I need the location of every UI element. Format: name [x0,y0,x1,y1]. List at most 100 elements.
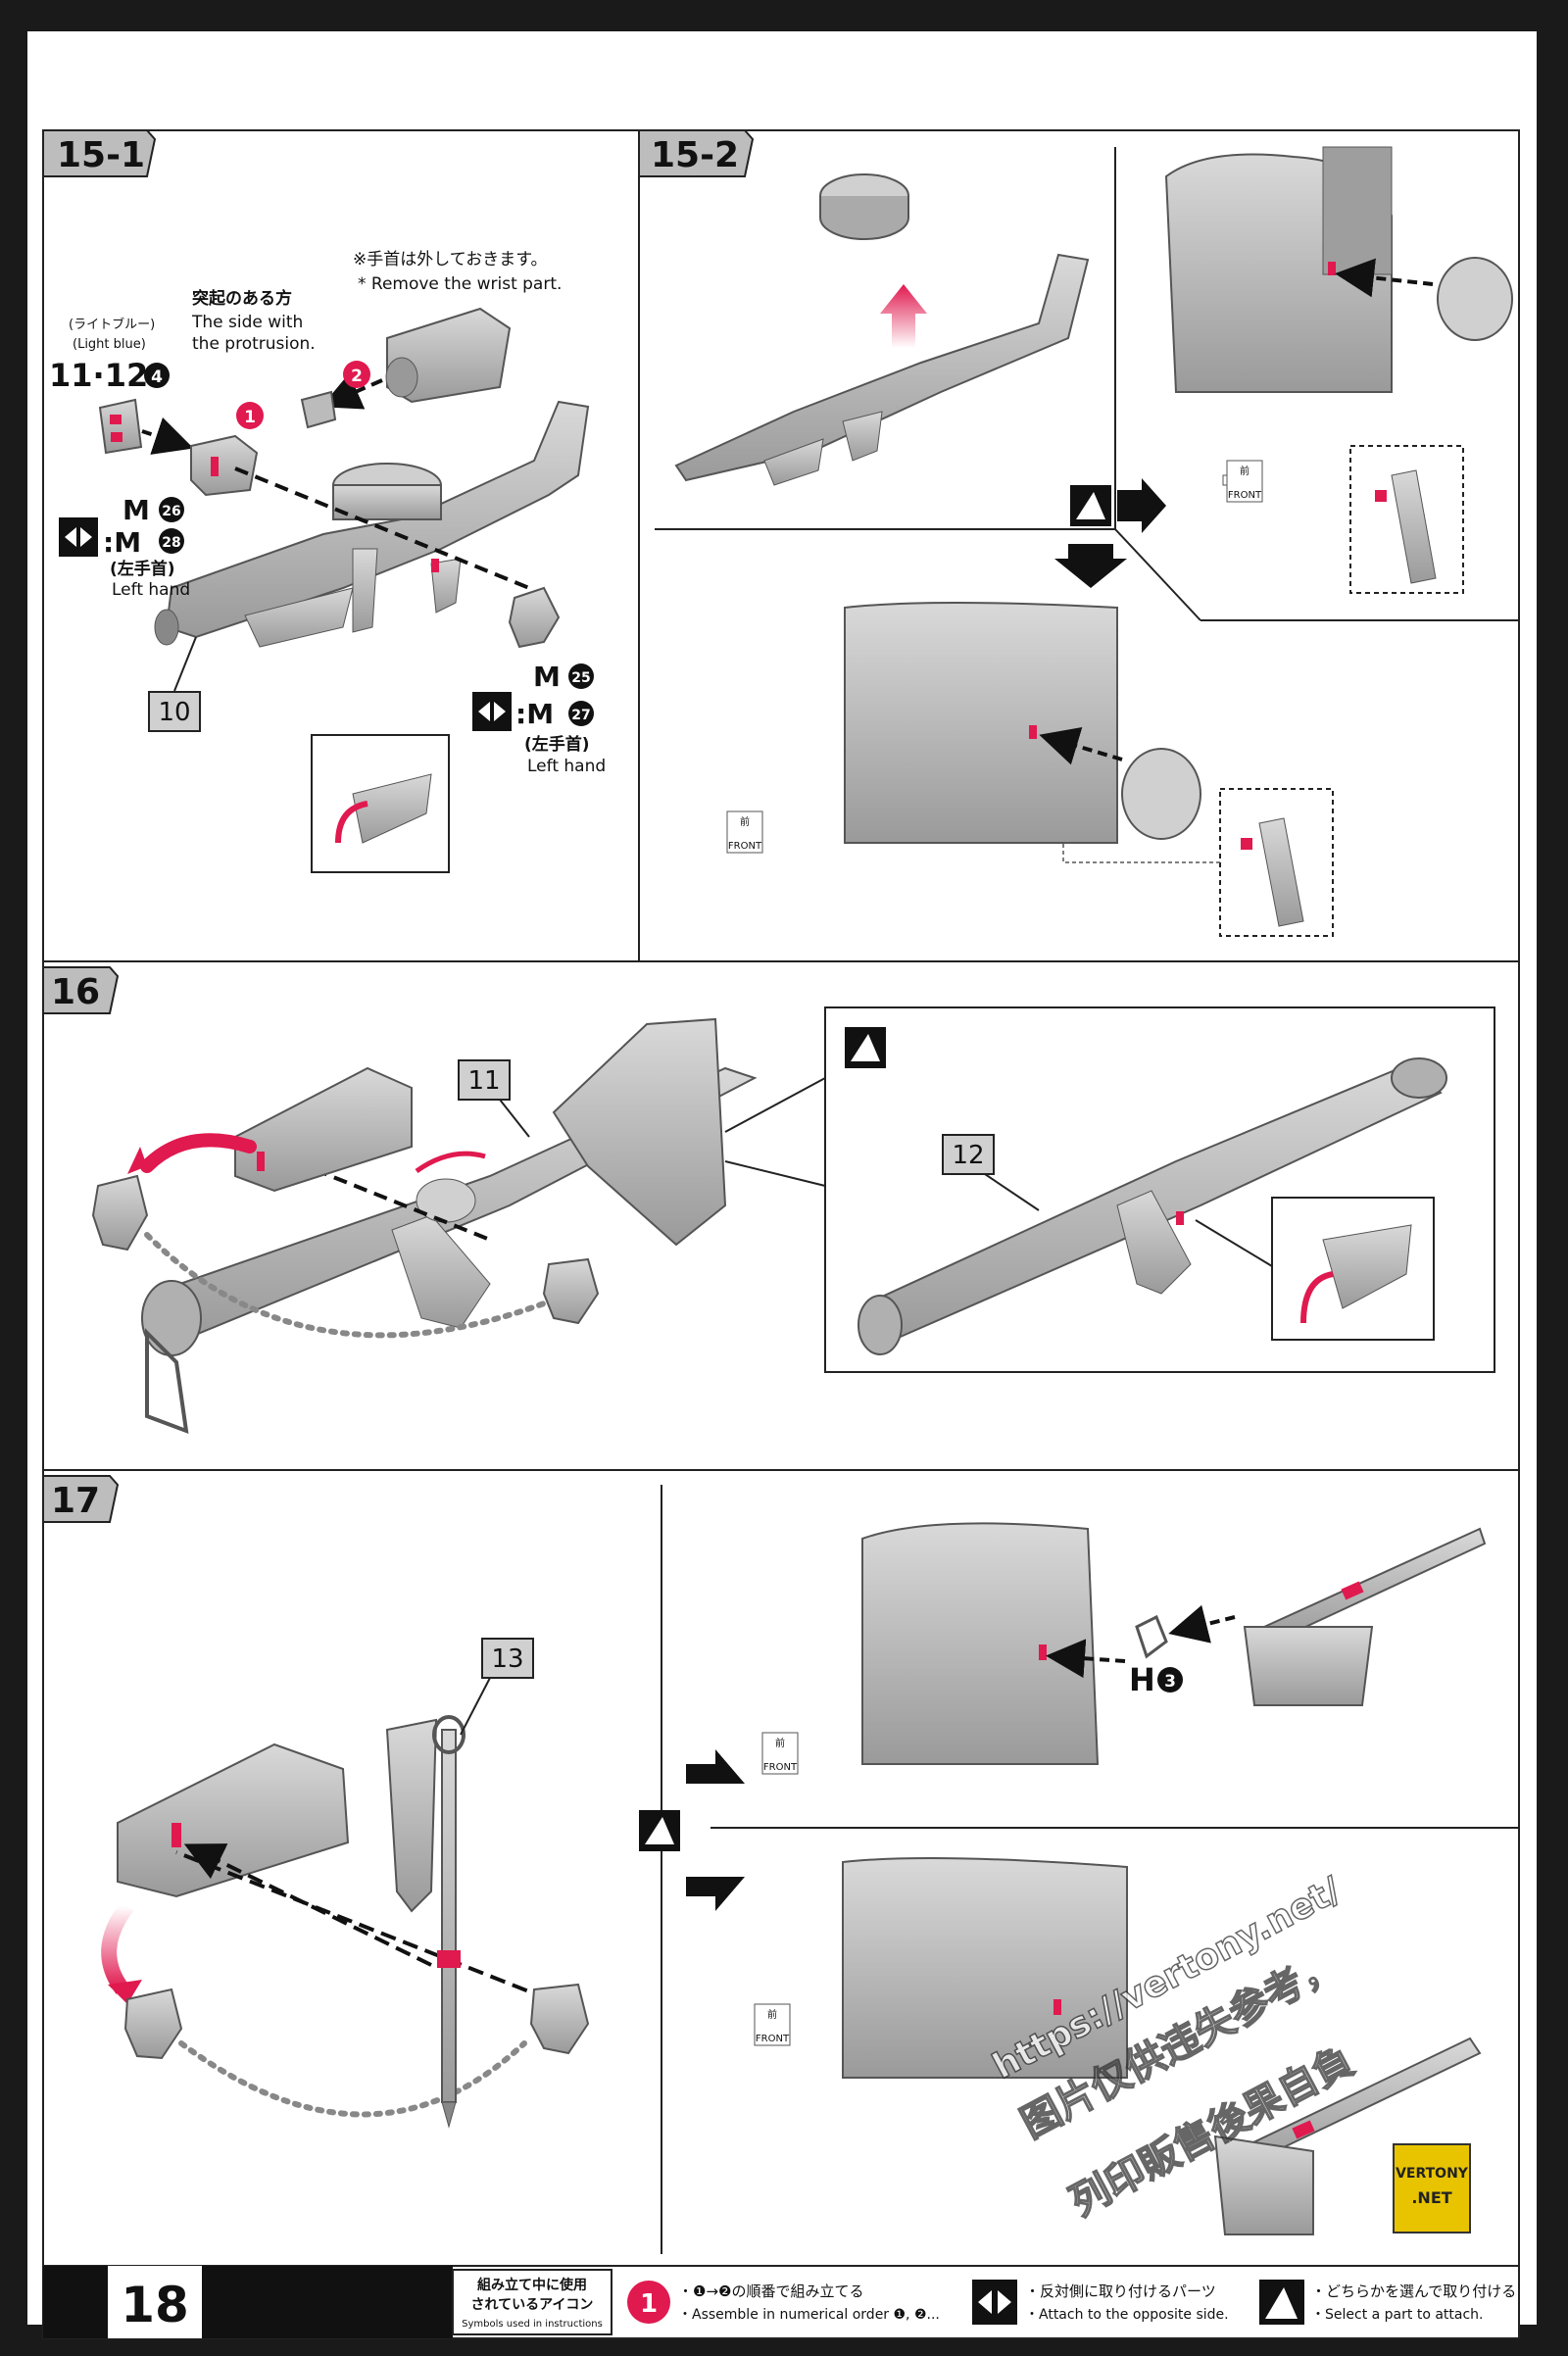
hinge-part [1135,1614,1168,1659]
footer: 18 組み立て中に使用 されているアイコン Symbols used in in… [42,2265,1520,2339]
front-icon [754,2003,791,2046]
left-hand-bottom [508,586,561,649]
small-cube-part [98,398,143,455]
hand-joint [190,434,259,497]
front-en: FRONT [756,2034,790,2044]
step-number-tab [42,129,157,177]
part-code: 11·12 [49,357,148,394]
hand-top-main: M [122,494,150,526]
hand-top-en: Left hand [112,580,190,600]
arm-part [234,1066,413,1193]
legend-item3-en: ・Select a part to attach. [1311,2307,1484,2323]
front-en: FRONT [728,841,762,852]
part-label: 11 [467,1066,500,1096]
drum-magazine [1121,748,1201,840]
torso-side-lower [844,602,1118,844]
hinge-num: 3 [1164,1672,1176,1692]
note-jp: ※手首は外しておきます。 [353,250,548,270]
hand-bottom-en: Left hand [527,757,606,776]
color-jp: (ライトブルー) [69,317,155,332]
step-15-2-panel: 15-2 前 FRONT [638,129,1520,962]
front-icon [1226,460,1263,503]
heat-hawk-13 [385,1715,466,2129]
hand-grip [542,1257,600,1325]
hand-open [123,1988,183,2060]
wrist-joint [300,390,337,429]
order-badge-1 [236,402,264,429]
rotate-arrow [140,1133,257,1173]
heat-hawk-attach [1243,1527,1487,1706]
legend-title-2: されているアイコン [471,2297,594,2313]
protrusion-en-1: The side with [191,313,303,332]
up-arrow [880,284,927,348]
front-jp: 前 [1240,465,1250,477]
logo-bottom: .NET [1411,2188,1451,2207]
hand-bottom-main: M [533,661,561,693]
front-icon [726,810,763,854]
legend-item2-jp: ・反対側に取り付けるパーツ [1025,2282,1216,2300]
part-label-box [481,1638,534,1679]
hinge-label: H [1129,1661,1155,1698]
step-16-panel: 16 11 [42,960,1520,1471]
step-number: 15-2 [651,135,739,175]
order-2: 2 [351,367,363,386]
step-number: 17 [51,1481,100,1521]
note-en: * Remove the wrist part. [358,274,562,294]
order-badge-2 [343,361,370,388]
page-number: 18 [121,2277,189,2333]
hand-bottom-alt: :M [515,698,554,730]
part-code-num: 4 [151,368,163,387]
part-label: 10 [158,698,190,727]
torso-side-lower [842,1857,1128,2079]
legend-title-box [452,2269,612,2335]
part-label-box [942,1134,995,1175]
legend-title-1: 組み立て中に使用 [477,2277,587,2293]
hand-top-alt: :M [103,526,141,559]
hand-bottom-main-num: 25 [571,670,590,686]
front-jp: 前 [767,2008,777,2021]
svg-text:1: 1 [640,2289,658,2319]
hand-top-alt-num: 28 [162,535,180,551]
legend-title-en: Symbols used in instructions [462,2319,603,2330]
legend-item3-jp: ・どちらかを選んで取り付ける [1311,2282,1516,2300]
front-jp: 前 [775,1737,785,1749]
step-number-tab [42,966,120,1014]
part-label: 13 [491,1644,523,1674]
step-number-tab [42,1475,120,1523]
heat-hawk-attach [1213,2037,1482,2235]
step-17-panel: 17 13 H [42,1469,1520,2267]
watermark-logo: VERTONY .NET [1393,2143,1471,2233]
legend-item1-en: ・Assemble in numerical order ❶, ❷... [678,2307,940,2323]
part-code-badge [144,363,170,388]
legend-item2-en: ・Attach to the opposite side. [1025,2307,1229,2323]
legend-item1-jp: ・❶→❷の順番で組み立てる [678,2282,863,2300]
step-number-tab [638,129,755,177]
step-number: 15-1 [57,135,145,175]
drum-magazine [1437,257,1513,341]
front-en: FRONT [763,1762,798,1773]
weapon-10 [154,400,590,648]
hand-bottom-jp: (左手首) [524,734,590,755]
hand-top-main-num: 26 [162,504,180,519]
protrusion-en-2: the protrusion. [192,334,316,354]
arm-part [117,1742,350,1898]
hand-top-jp: (左手首) [110,559,175,579]
part-label: 12 [952,1141,984,1170]
color-en: (Light blue) [73,337,146,352]
weapon-11 [141,1017,758,1435]
hand-bottom-alt-num: 27 [571,708,590,723]
logo-top: VERTONY [1396,2166,1469,2182]
front-icon [761,1732,799,1775]
part-label-box [458,1059,511,1101]
hand-open [91,1174,149,1252]
order-icon [627,2281,670,2324]
order-1: 1 [244,408,256,427]
hand-grip [529,1983,590,2055]
part-label-box [148,691,201,732]
weapon-12 [858,1057,1447,1355]
front-en: FRONT [1228,490,1262,501]
front-jp: 前 [740,815,750,828]
page-number-bar [43,2266,453,2338]
